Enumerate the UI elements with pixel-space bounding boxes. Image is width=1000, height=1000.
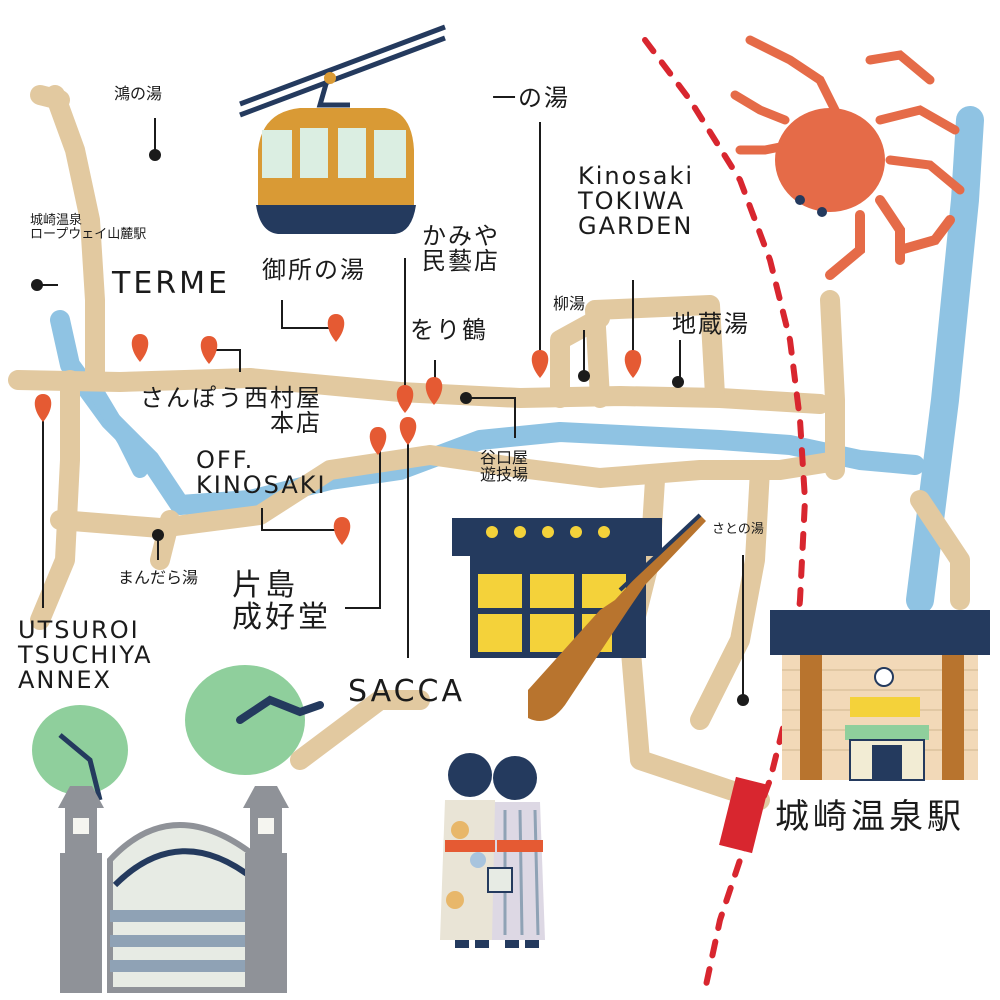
dot-satonoyu <box>737 694 749 706</box>
label-sacca: SACCA <box>348 674 466 709</box>
rivers <box>50 106 984 614</box>
point-markers <box>31 149 749 706</box>
label-wotsuru: をり鶴 <box>410 316 488 344</box>
pin-utsuroi <box>34 394 52 422</box>
location-pins <box>34 314 642 545</box>
station-platform-block <box>719 776 769 854</box>
dot-kounoyu <box>149 149 161 161</box>
pin-ichinoyu <box>531 350 549 378</box>
dot-yanagiyu <box>578 370 590 382</box>
lower-south <box>290 690 430 770</box>
label-ichinoyu: 一の湯 <box>492 84 570 112</box>
right-river <box>906 106 984 614</box>
pin-tokiwa-garden <box>624 350 642 378</box>
far-right-road <box>910 490 970 610</box>
pin-goshonoyu <box>327 314 345 342</box>
pin-kamiya <box>396 385 414 413</box>
middle-loop <box>585 295 725 408</box>
south-road <box>150 510 180 570</box>
rifle-illustration <box>528 513 706 722</box>
label-off-kinosaki: OFF. KINOSAKI <box>196 446 327 500</box>
label-kounoyu: 鴻の湯 <box>114 84 163 103</box>
bridge-and-lanterns <box>58 786 289 993</box>
right-vertical <box>820 290 845 480</box>
label-taniguchiya: 谷口屋 遊技場 <box>480 448 529 484</box>
lower-street <box>50 445 840 538</box>
label-goshonoyu: 御所の湯 <box>262 256 366 284</box>
label-satonoyu: さとの湯 <box>712 522 764 537</box>
station-building <box>770 610 990 781</box>
willow-trees <box>32 665 324 801</box>
game-parlor-building <box>452 518 662 658</box>
leader-lines <box>37 118 744 698</box>
dot-mandarayu <box>152 529 164 541</box>
ropeway-gondola <box>239 24 446 234</box>
side-river <box>87 382 148 478</box>
far-left-road <box>30 370 80 630</box>
pin-katashima <box>369 427 387 455</box>
pin-sacca <box>399 417 417 445</box>
label-mandarayu: まんだら湯 <box>118 568 199 587</box>
label-utsuroi: UTSUROI TSUCHIYA ANNEX <box>18 616 153 695</box>
left-road <box>45 85 105 390</box>
east-connector <box>550 308 610 408</box>
label-yanagiyu: 柳湯 <box>553 294 586 313</box>
pin-off-kinosaki <box>333 517 351 545</box>
label-jizouyu: 地蔵湯 <box>672 310 750 338</box>
yukata-figures <box>440 753 545 948</box>
pin-terme <box>131 334 149 362</box>
road-to-ropeway <box>30 85 70 110</box>
pin-sanpo <box>200 336 218 364</box>
label-station: 城崎温泉駅 <box>775 797 965 837</box>
railway <box>642 37 809 993</box>
label-sanpo-nishimuraya: さんぽう西村屋 本店 <box>140 384 322 438</box>
label-ropeway-station: 城崎温泉 ロープウェイ山麓駅 <box>30 213 147 242</box>
crab-illustration <box>730 35 965 280</box>
label-kamiya: かみや 民藝店 <box>422 222 500 276</box>
dot-jizouyu <box>672 376 684 388</box>
dot-ropeway-station <box>31 279 43 291</box>
main-street <box>8 368 830 414</box>
label-terme: TERME <box>112 266 230 301</box>
label-katashima: 片島 成好堂 <box>232 568 331 635</box>
label-tokiwa-garden: Kinosaki TOKIWA GARDEN <box>578 162 695 241</box>
dot-taniguchiya <box>460 392 472 404</box>
pin-wotsuru <box>425 377 443 405</box>
station-road-2 <box>690 460 770 730</box>
